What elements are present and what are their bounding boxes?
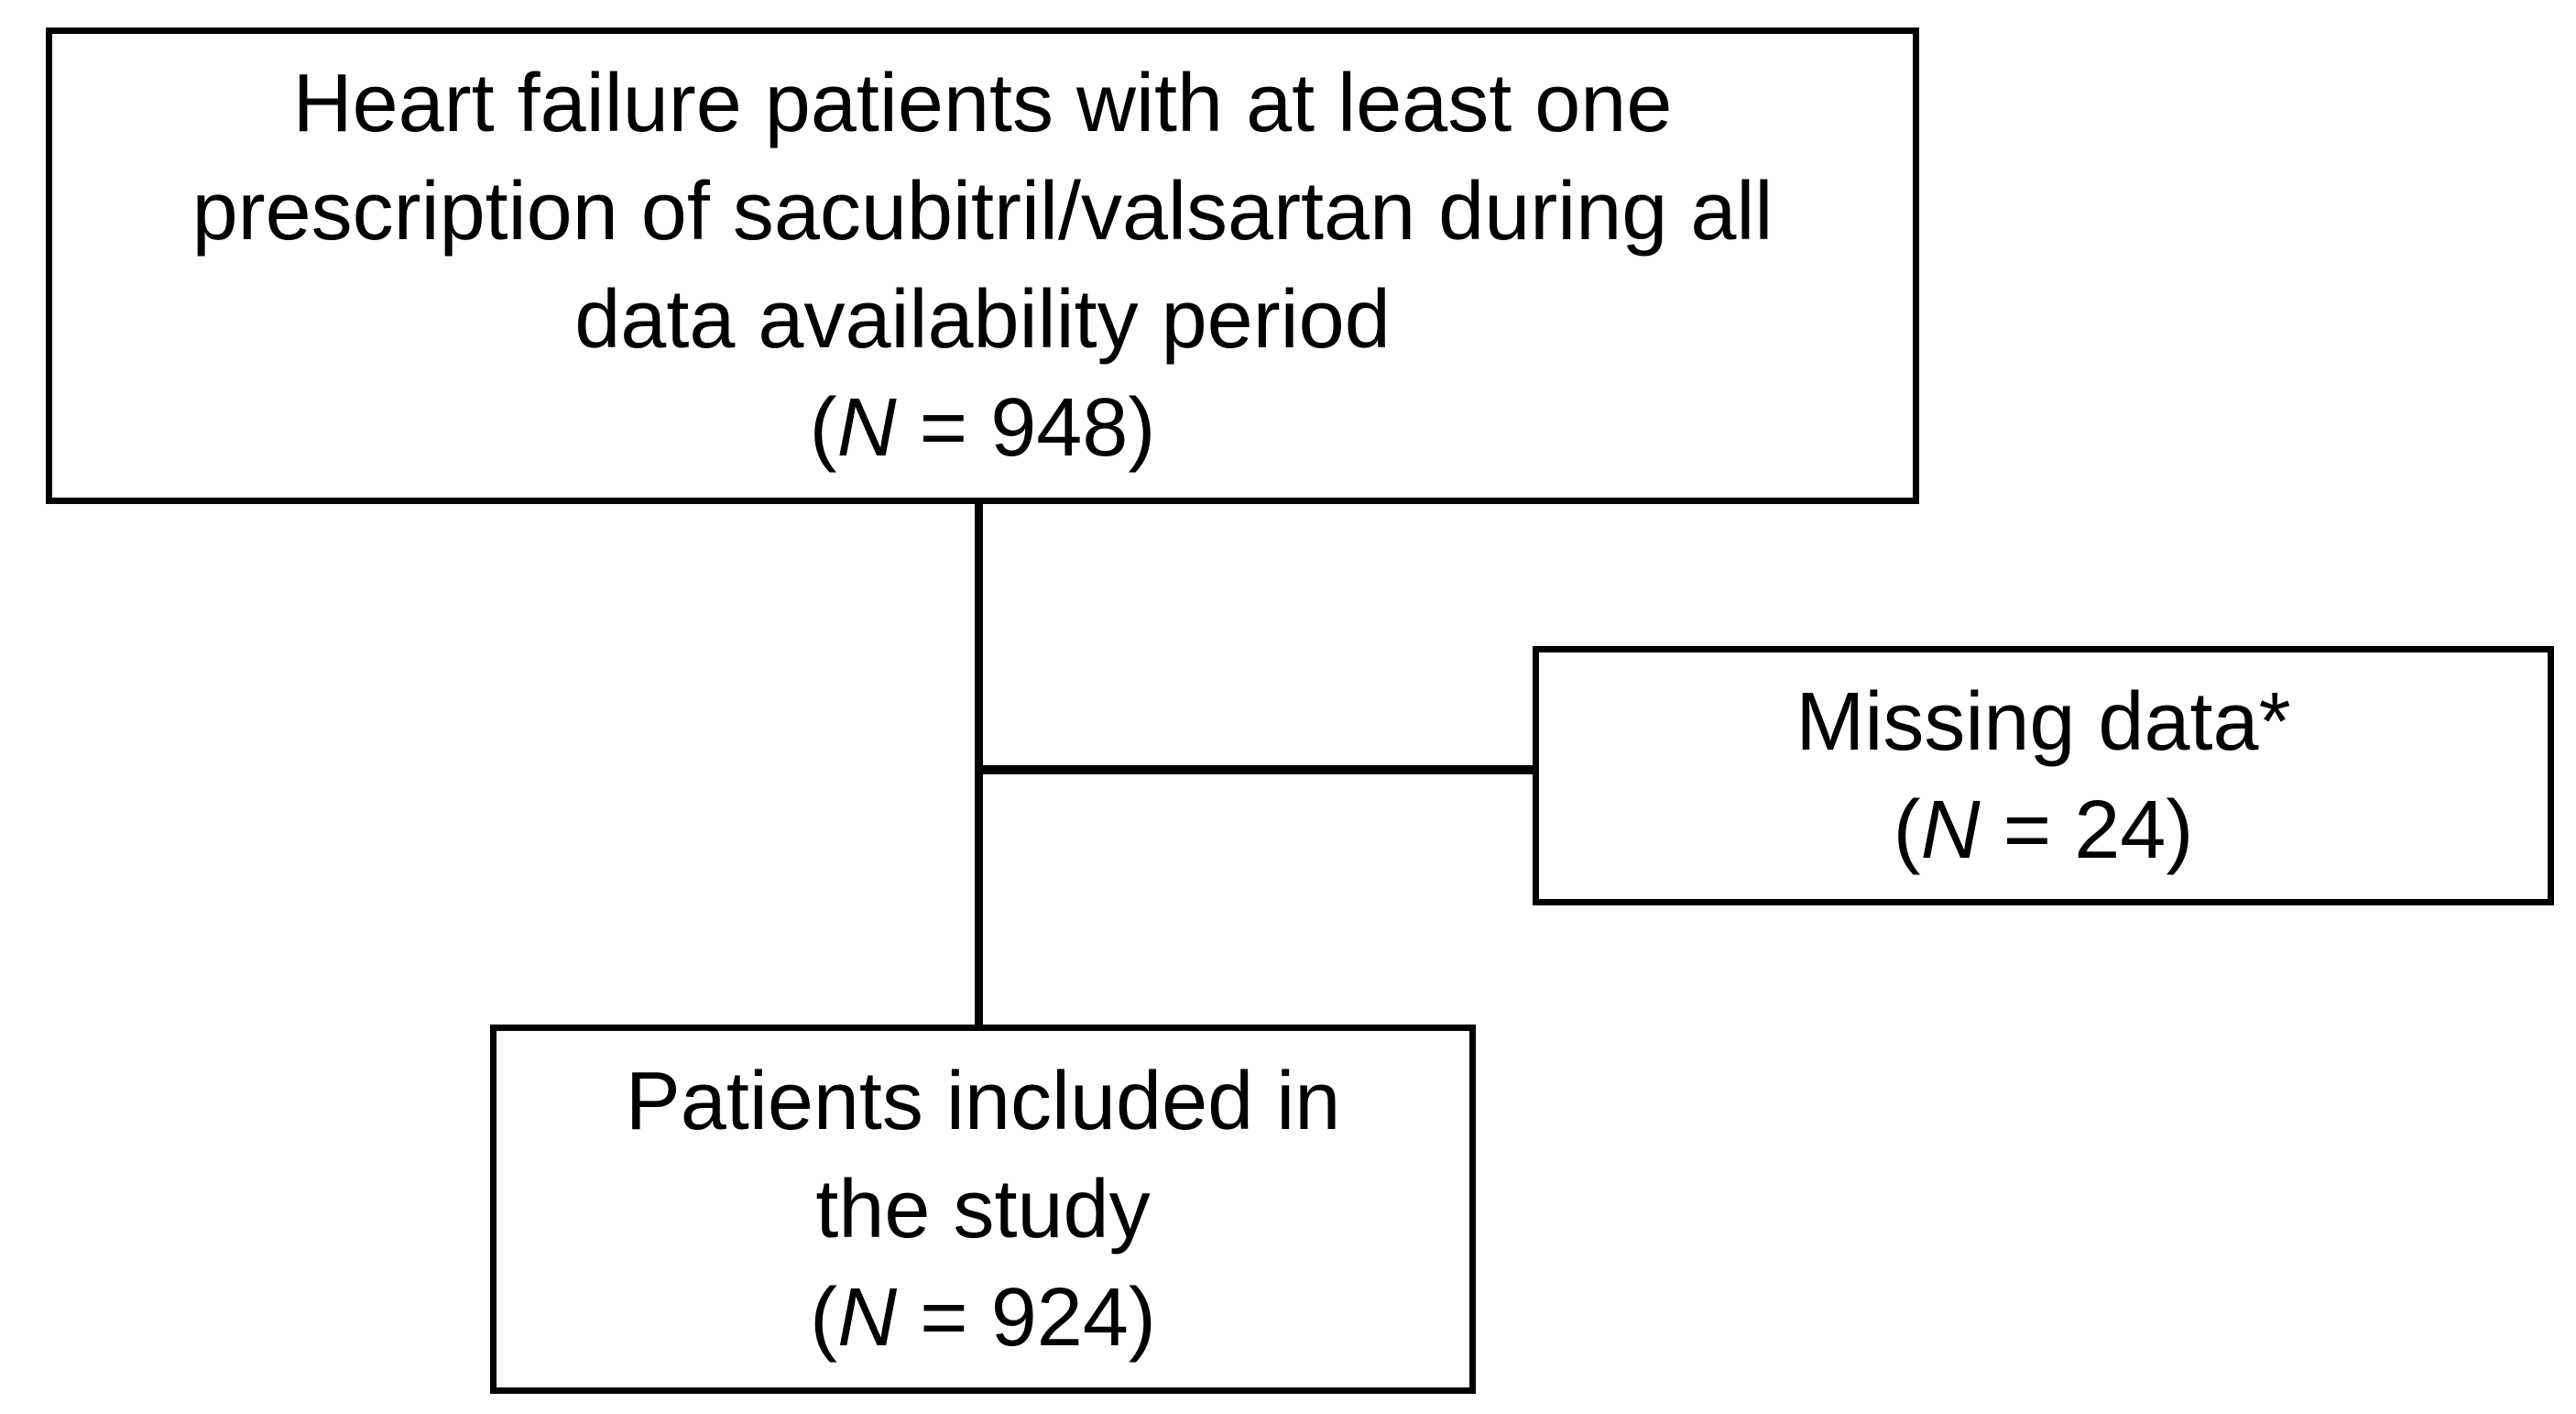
missing-box-line1: Missing data* — [1796, 675, 2291, 768]
count-value: = 924) — [897, 1271, 1156, 1364]
count-value: = 24) — [1980, 784, 2194, 876]
top-box-line2: prescription of sacubitril/valsartan dur… — [191, 166, 1774, 258]
top-box-heart-failure-patients: Heart failure patients with at least one… — [46, 27, 1919, 504]
included-box-count: (N = 924) — [810, 1264, 1156, 1372]
missing-box-count: (N = 24) — [1894, 776, 2194, 884]
top-box-line1: Heart failure patients with at least one — [292, 58, 1673, 149]
missing-data-box: Missing data* (N = 24) — [1533, 646, 2554, 905]
included-box-line1: Patients included in — [625, 1055, 1341, 1147]
count-open-paren: ( — [810, 1271, 838, 1364]
connector-horizontal-branch — [975, 765, 1534, 774]
count-n-symbol: N — [836, 382, 897, 474]
included-box-line2: the study — [815, 1163, 1151, 1255]
count-n-symbol: N — [837, 1271, 898, 1364]
count-open-paren: ( — [809, 382, 837, 474]
top-box-line3: data availability period — [574, 274, 1391, 366]
count-value: = 948) — [896, 382, 1156, 474]
top-box-count: (N = 948) — [810, 374, 1156, 482]
patients-included-box: Patients included in the study (N = 924) — [490, 1025, 1476, 1394]
count-n-symbol: N — [1920, 784, 1981, 876]
count-open-paren: ( — [1893, 784, 1921, 876]
